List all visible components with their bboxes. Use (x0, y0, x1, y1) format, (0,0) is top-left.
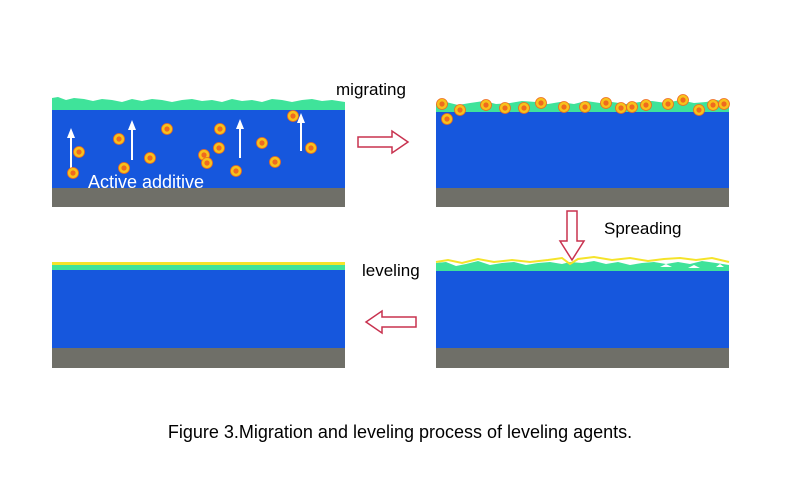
panel-leveled-substrate (52, 348, 345, 368)
panel-initial-additive-particles (67, 110, 317, 179)
surface-white-gaps (660, 264, 724, 268)
upward-white-arrow-icon (297, 113, 305, 151)
panel-migrated (436, 94, 730, 207)
active-additive-particle-icon (144, 152, 156, 164)
panel-initial-coating (52, 110, 345, 188)
active-additive-particle-icon (615, 102, 627, 114)
active-additive-particle-icon (73, 146, 85, 158)
label-spreading: Spreading (604, 219, 682, 238)
active-additive-particle-icon (499, 102, 511, 114)
active-additive-particle-icon (518, 102, 530, 114)
active-additive-particle-icon (480, 99, 492, 111)
figure-caption: Figure 3.Migration and leveling process … (167, 422, 633, 442)
upward-arrows (67, 113, 305, 170)
panel-initial-substrate (52, 188, 345, 207)
label-migrating: migrating (336, 80, 406, 99)
active-additive-particle-icon (558, 101, 570, 113)
active-additive-particle-icon (441, 113, 453, 125)
active-additive-particle-icon (118, 162, 130, 174)
upward-white-arrow-icon (128, 120, 136, 160)
upward-white-arrow-icon (236, 119, 244, 158)
active-additive-particle-icon (213, 142, 225, 154)
panel-spreading-wet-surface (436, 261, 729, 271)
spreading-agent-film-line (435, 255, 730, 266)
panel-spreading-substrate (436, 348, 729, 368)
hollow-arrow-left-icon (364, 309, 417, 335)
panel-initial (52, 97, 345, 207)
active-additive-particle-icon (535, 97, 547, 109)
hollow-arrow-right-icon (357, 129, 410, 155)
panel-spreading-coating (436, 271, 729, 348)
panel-leveled-wet-surface (52, 265, 345, 270)
upward-white-arrow-icon (67, 128, 75, 170)
active-additive-particle-icon (269, 156, 281, 168)
active-additive-particle-icon (161, 123, 173, 135)
active-additive-particle-icon (693, 104, 705, 116)
panel-leveled-top-film (52, 262, 345, 265)
active-additive-particle-icon (662, 98, 674, 110)
active-additive-particle-icon (677, 94, 689, 106)
active-additive-particle-icon (436, 98, 448, 110)
hollow-arrow-down-icon (558, 210, 586, 262)
panel-migrated-substrate (436, 188, 729, 207)
active-additive-particle-icon (640, 99, 652, 111)
label-active-additive: Active additive (88, 172, 205, 192)
panel-leveled (52, 262, 345, 368)
active-additive-particle-icon (600, 97, 612, 109)
active-additive-particle-icon (305, 142, 317, 154)
label-leveling: leveling (362, 261, 420, 280)
active-additive-particle-icon (256, 137, 268, 149)
panel-initial-wet-surface (52, 97, 345, 110)
active-additive-particle-icon (67, 167, 79, 179)
active-additive-particle-icon (214, 123, 226, 135)
active-additive-particle-icon (230, 165, 242, 177)
active-additive-particle-icon (718, 98, 730, 110)
active-additive-particle-icon (287, 110, 299, 122)
active-additive-particle-icon (579, 101, 591, 113)
panel-migrated-coating (436, 112, 729, 188)
active-additive-particle-icon (707, 99, 719, 111)
active-additive-particle-icon (113, 133, 125, 145)
panel-migrated-additive-particles (436, 94, 730, 125)
active-additive-particle-icon (201, 157, 213, 169)
active-additive-particle-icon (626, 101, 638, 113)
active-additive-particle-icon (454, 104, 466, 116)
panel-leveled-coating (52, 270, 345, 348)
panel-spreading (435, 255, 730, 368)
